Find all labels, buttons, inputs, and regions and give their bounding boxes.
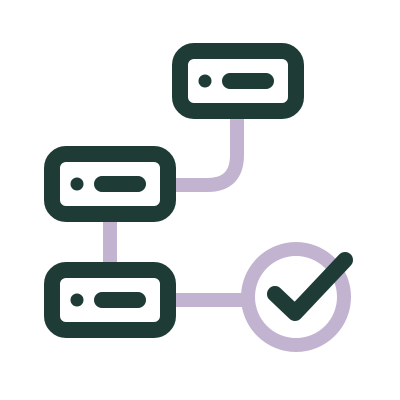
server-middle-led bbox=[70, 177, 84, 191]
server-box-middle bbox=[44, 146, 176, 222]
check-mark-icon bbox=[267, 252, 353, 321]
server-boxes bbox=[44, 43, 304, 338]
connector-top-to-middle bbox=[161, 110, 244, 192]
server-top-led bbox=[198, 74, 212, 88]
check-circle bbox=[241, 242, 351, 352]
server-bottom-led bbox=[70, 293, 84, 307]
connector-lines bbox=[103, 110, 351, 352]
server-box-bottom bbox=[44, 262, 176, 338]
server-box-top bbox=[172, 43, 304, 119]
